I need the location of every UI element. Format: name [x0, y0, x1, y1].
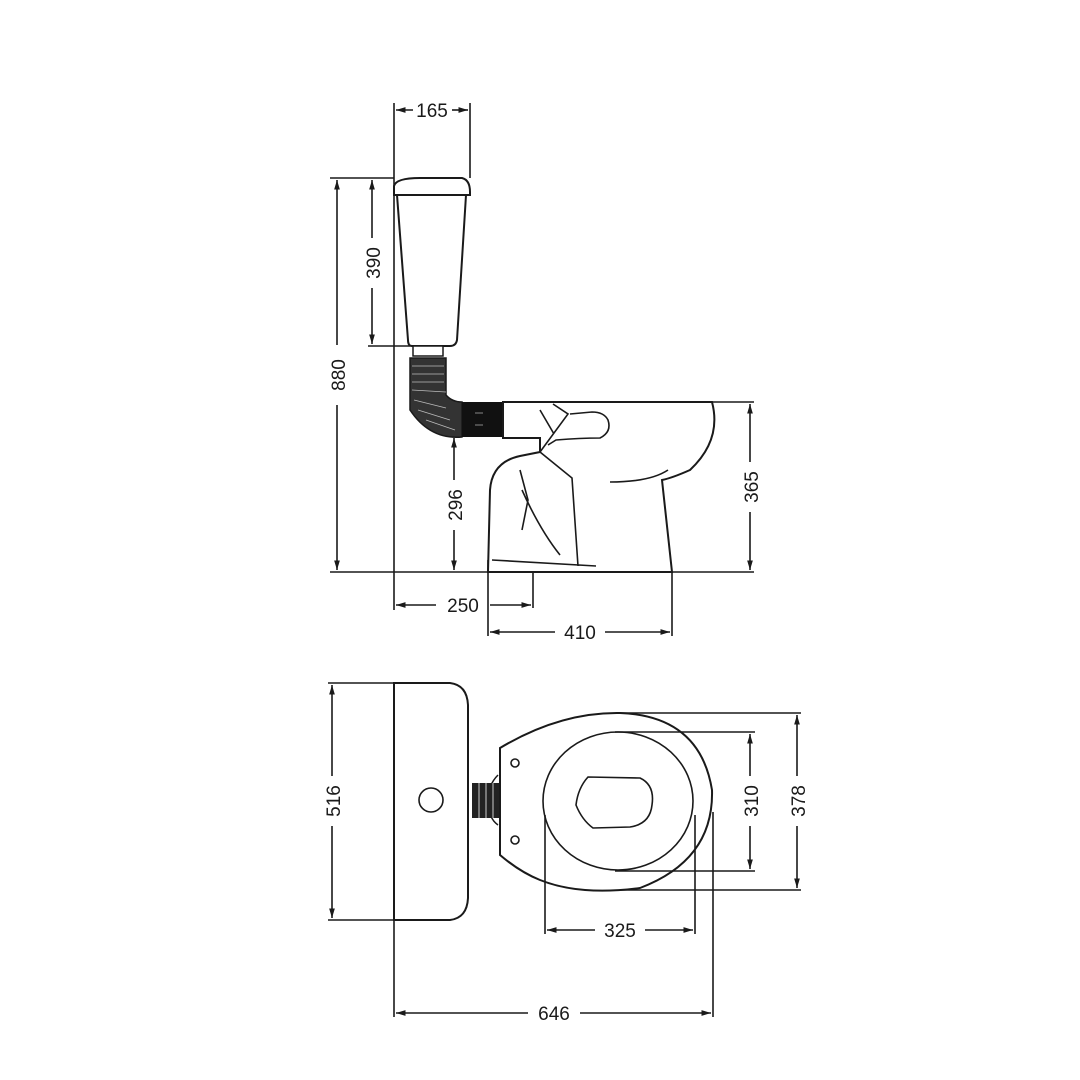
dim-label-325: 325 [604, 921, 636, 942]
dimension-seat-inner-depth: 325 [544, 815, 696, 942]
dim-label-250: 250 [447, 596, 479, 617]
dim-label-516: 516 [324, 785, 345, 817]
dimension-total-height: 880 [329, 177, 394, 570]
flush-pipe [409, 345, 502, 439]
toilet-bowl-side [486, 401, 716, 573]
side-view: 165 880 390 296 365 [329, 101, 763, 644]
hinge-hole [510, 758, 520, 768]
dim-label-296: 296 [446, 489, 467, 521]
dim-label-880: 880 [329, 359, 350, 391]
dim-label-646: 646 [538, 1004, 570, 1025]
dim-label-310: 310 [742, 785, 763, 817]
top-view: 516 310 378 325 [324, 682, 810, 1025]
dimension-bowl-height: 365 [712, 401, 763, 570]
connector-bellows [472, 774, 500, 826]
dim-label-165: 165 [416, 101, 448, 122]
dimension-inlet-height: 296 [446, 438, 467, 570]
dimension-seat-inner-width: 310 [615, 731, 763, 872]
dim-label-365: 365 [742, 471, 763, 503]
hinge-hole [510, 835, 520, 845]
dimension-outlet-distance: 250 [396, 572, 534, 617]
flush-button-icon [418, 787, 444, 813]
dim-label-410: 410 [564, 623, 596, 644]
dimension-tank-width: 165 [393, 101, 471, 610]
dimension-tank-length: 516 [324, 682, 400, 921]
dimension-tank-height: 390 [364, 180, 410, 347]
dimension-bowl-depth: 410 [487, 560, 673, 644]
dimension-seat-outer-width: 378 [620, 712, 810, 891]
cistern-side [393, 177, 471, 347]
cistern-top [393, 682, 469, 921]
toilet-seat-top [499, 711, 714, 892]
dimension-total-depth: 646 [393, 812, 714, 1025]
dim-label-390: 390 [364, 247, 385, 279]
dim-label-378: 378 [789, 785, 810, 817]
